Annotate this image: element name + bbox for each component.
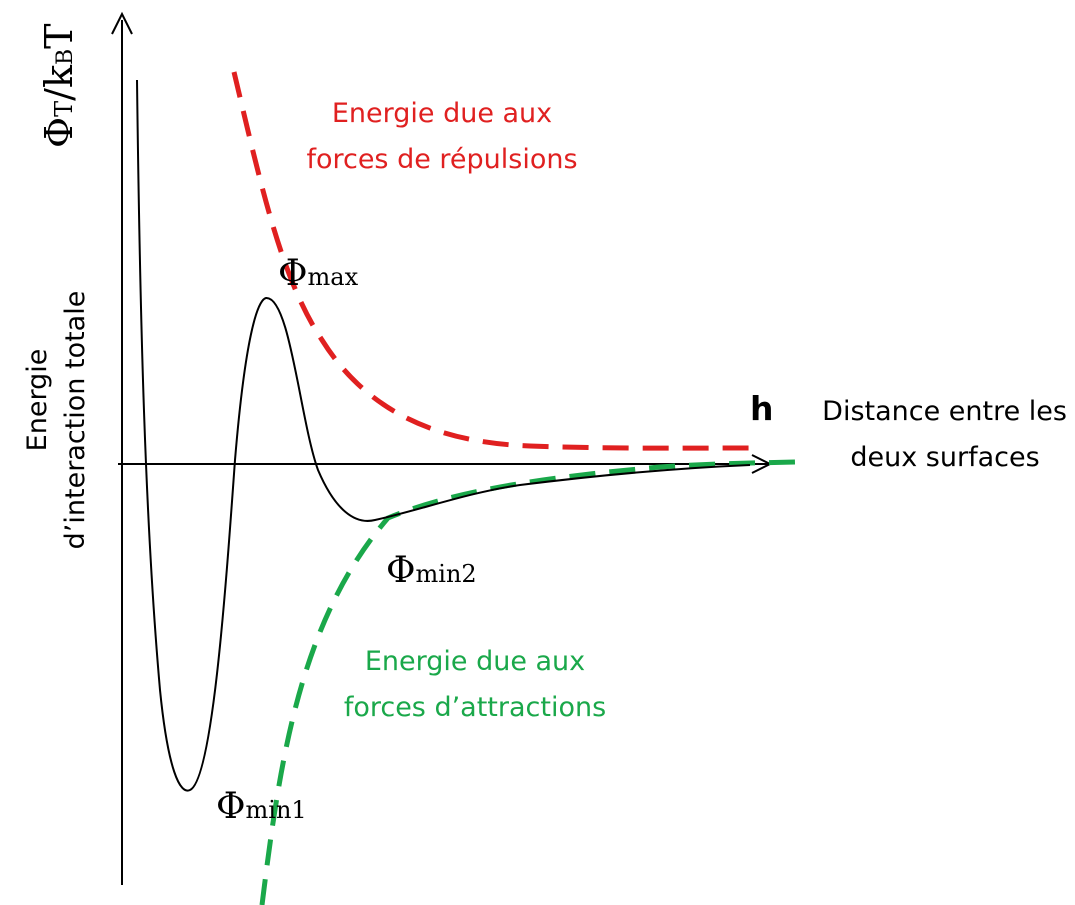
y-axis-label-2: d’interaction totale: [60, 291, 91, 550]
y-axis-label-line1: Energie: [22, 349, 53, 452]
y-axis-label: Energie: [22, 349, 53, 452]
repulsion-label-line2: forces de répulsions: [306, 144, 577, 175]
attraction-label-line2: forces d’attractions: [344, 692, 606, 723]
y-axis-label-line2: d’interaction totale: [60, 291, 91, 550]
attraction-energy-curve: [259, 459, 796, 905]
phi-min2-label: Φmin2: [386, 550, 477, 591]
x-axis-symbol: h: [750, 389, 774, 428]
x-axis-label-line1: Distance entre les: [822, 396, 1067, 427]
repulsion-energy-curve: [231, 71, 751, 451]
phi-max-label: Φmax: [278, 253, 359, 294]
y-axis-arrowhead: [111, 11, 133, 35]
attraction-label-line1: Energie due aux: [365, 646, 585, 677]
phi-min1-label: Φmin1: [216, 786, 307, 827]
total-energy-curve: [136, 79, 751, 792]
y-axis-symbol: ΦT/kBT: [37, 23, 81, 148]
repulsion-label-line1: Energie due aux: [332, 98, 552, 129]
x-axis-label-line2: deux surfaces: [850, 442, 1039, 473]
